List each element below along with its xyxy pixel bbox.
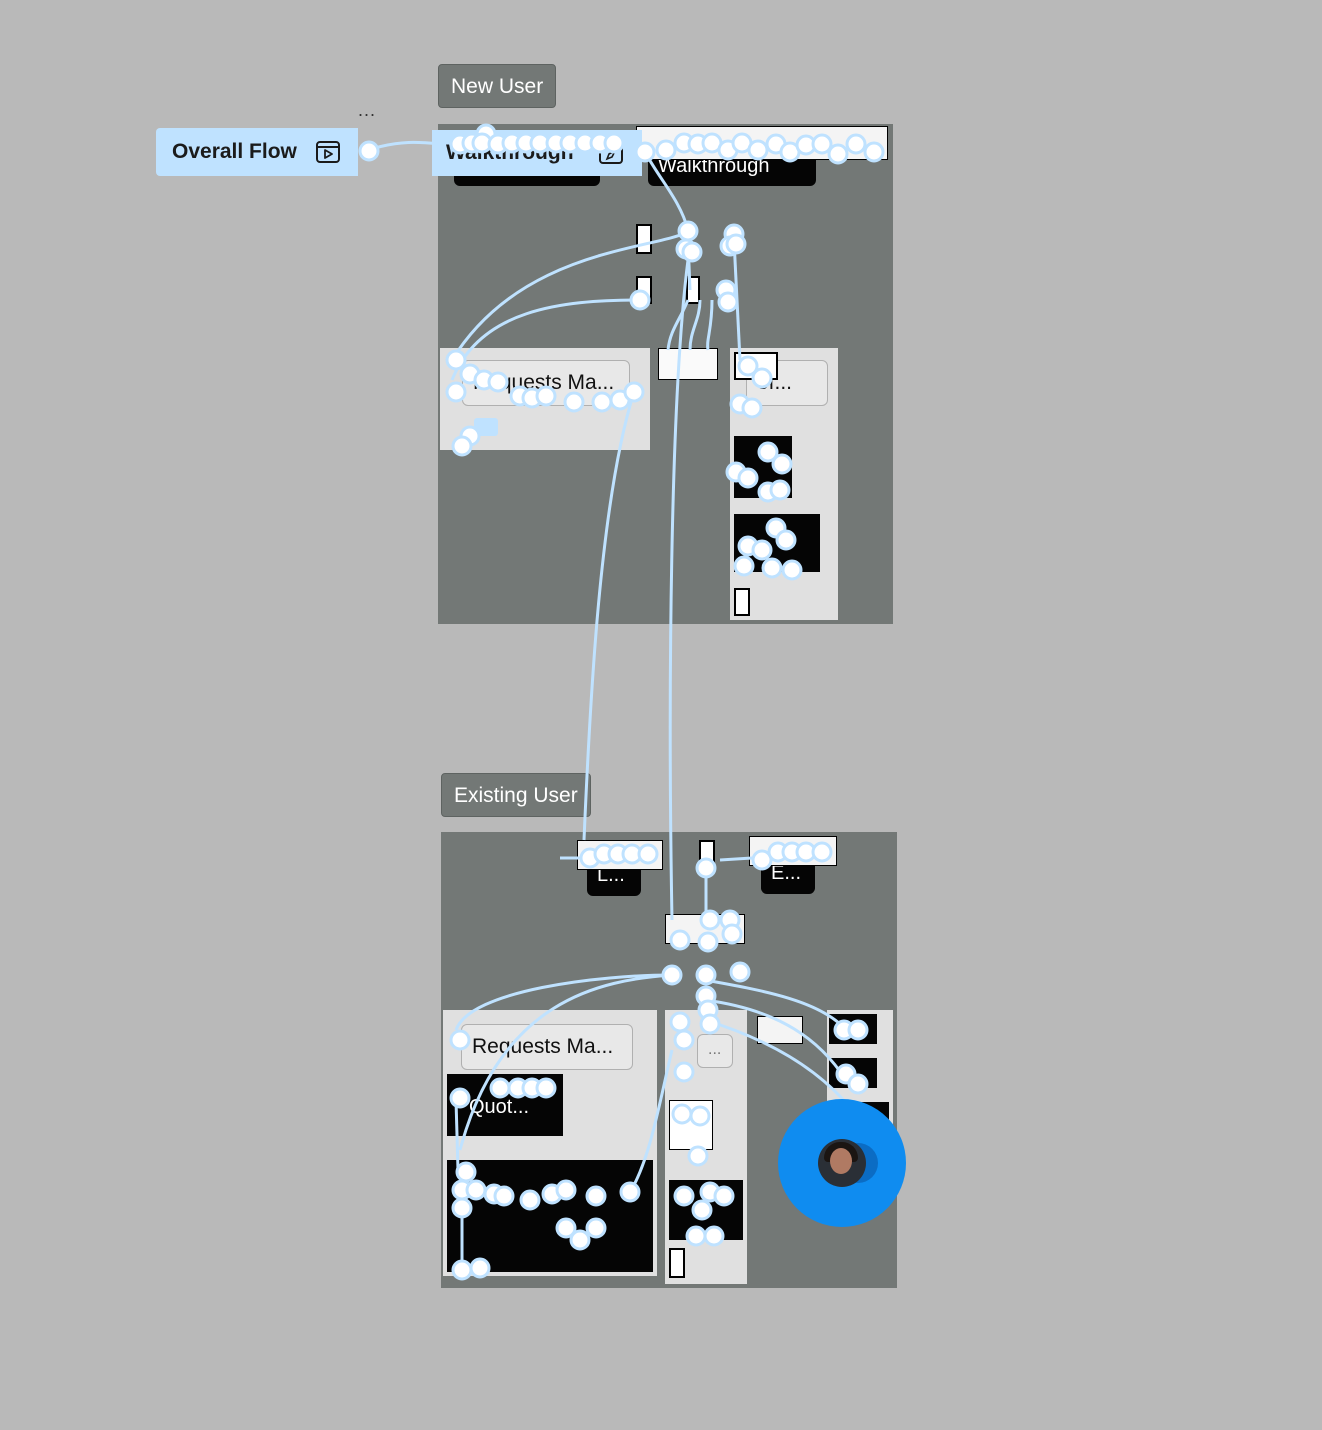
walkthrough-flow-label: Walkthrough — [446, 141, 574, 164]
connector-line — [367, 140, 441, 152]
screen-frame — [669, 1248, 685, 1278]
existing-middle-subpanel[interactable]: ... — [665, 1010, 747, 1284]
connector-handle[interactable] — [358, 140, 380, 162]
existing-requests-subpanel[interactable]: Requests Ma... Quot... — [443, 1010, 657, 1276]
existing-user-section-label[interactable]: Existing User — [441, 773, 591, 817]
screen-frame — [734, 588, 750, 616]
collaborator-avatar-button[interactable] — [778, 1099, 906, 1227]
more-options[interactable]: ... — [697, 1034, 733, 1068]
requests-manager-label[interactable]: Requests Ma... — [462, 360, 630, 406]
selection-handle — [474, 418, 498, 436]
frame-strip — [577, 840, 663, 870]
frame-strip — [749, 836, 837, 866]
profile-subpanel[interactable]: of... — [730, 348, 838, 620]
edit-in-window-icon[interactable] — [598, 140, 624, 166]
user-avatar-icon — [818, 1139, 866, 1187]
screen-group-block — [734, 436, 792, 498]
overall-flow-label: Overall Flow — [172, 140, 297, 163]
screen-group-frame — [658, 348, 718, 380]
screen-group-block — [447, 1160, 653, 1272]
screen-group-block — [734, 514, 820, 572]
flow-menu[interactable]: ... — [358, 100, 377, 120]
quote-label: Quot... — [469, 1096, 530, 1118]
screen-frame — [636, 276, 652, 304]
walkthrough-flow-chip[interactable]: Walkthrough — [432, 130, 642, 176]
screen-frame — [686, 276, 700, 304]
existing-requests-manager-label[interactable]: Requests Ma... — [461, 1024, 633, 1070]
screen-frame — [669, 1100, 713, 1150]
screen-frame — [734, 352, 778, 380]
frame-strip-top — [636, 126, 888, 160]
requests-subpanel[interactable]: Requests Ma... — [440, 348, 650, 450]
quote-block[interactable]: Quot... — [447, 1074, 563, 1136]
screen-group-block — [669, 1180, 743, 1240]
screen-group-frame — [757, 1016, 803, 1044]
new-user-section[interactable]: Walkthrough Requests Ma... of... — [438, 124, 893, 624]
screen-group-frame — [665, 914, 745, 944]
screen-group-block — [829, 1014, 877, 1044]
screen-group-block — [829, 1058, 877, 1088]
screen-frame — [699, 840, 715, 864]
overall-flow-chip[interactable]: Overall Flow — [156, 128, 358, 176]
new-user-section-label[interactable]: New User — [438, 64, 557, 108]
play-in-window-icon[interactable] — [315, 139, 341, 165]
screen-frame — [636, 224, 652, 254]
